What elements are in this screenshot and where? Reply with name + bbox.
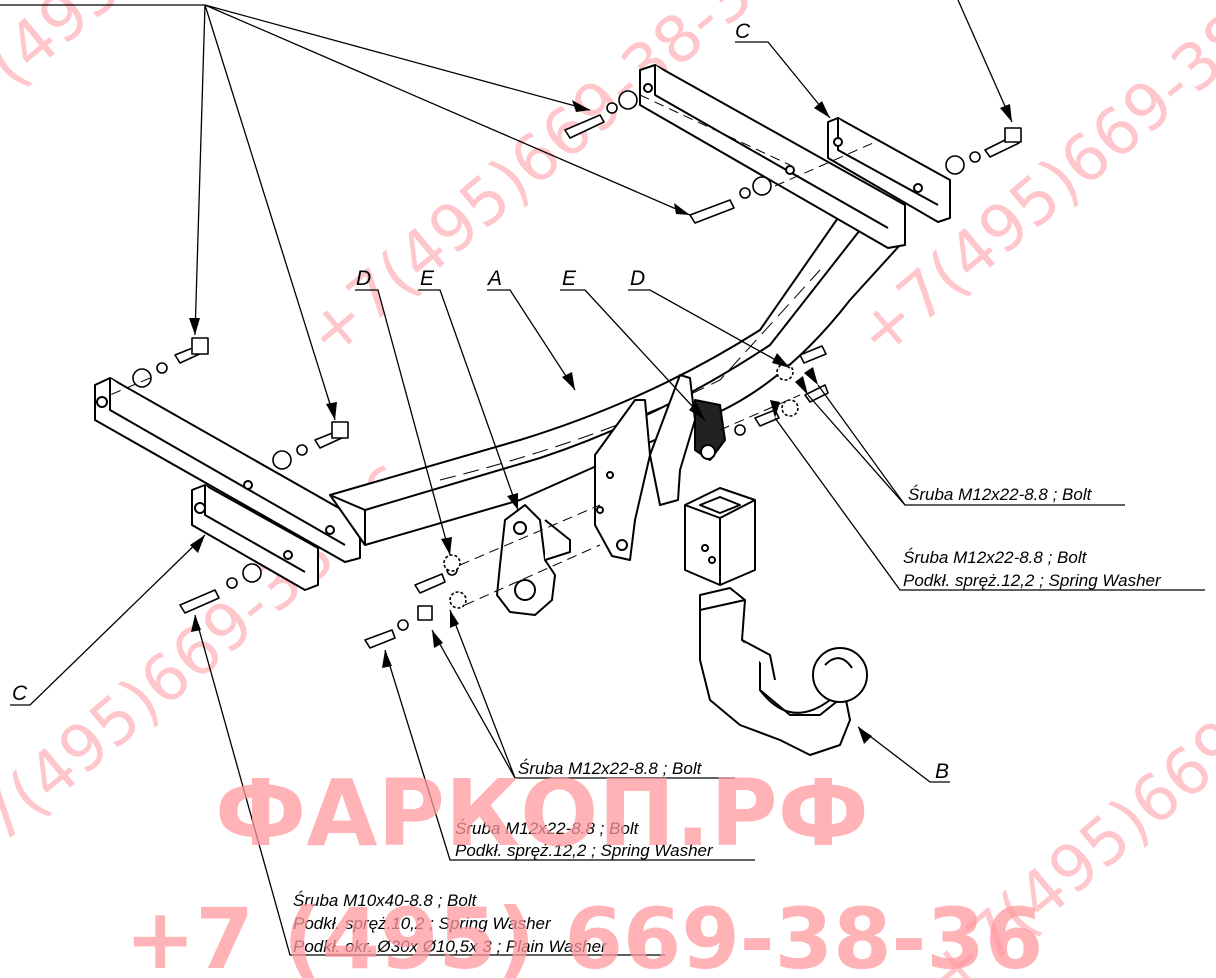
watermark-main: ФАРКОП.РФ +7 (495) 669-38-36 (125, 760, 1043, 978)
letter-b: B (935, 760, 949, 783)
part-letters: C C D E A E D B (12, 20, 949, 783)
letter-c-top: C (735, 20, 751, 43)
label-washer-right-mid: Podkł. spręż.12,2 ; Spring Washer (903, 571, 1162, 590)
letter-e-right: E (562, 267, 577, 290)
label-bolt-right-top: Śruba M12x22-8.8 ; Bolt (908, 485, 1093, 504)
socket-plate-left (496, 504, 571, 616)
tow-hook-neck (699, 587, 868, 756)
right-bracket-front (827, 117, 951, 223)
center-mount-plate (594, 374, 696, 561)
receiver-box (684, 487, 756, 586)
label-bolt-right-mid: Śruba M12x22-8.8 ; Bolt (903, 548, 1088, 567)
left-bracket-rear (94, 377, 361, 563)
fastener-labels: Śruba M12x22-8.8 ; Bolt Śruba M12x22-8.8… (293, 485, 1162, 956)
letter-c-bottom: C (12, 682, 28, 705)
label-bolt-center: Śruba M12x22-8.8 ; Bolt (518, 759, 703, 778)
technical-drawing (94, 64, 1022, 756)
label-spring-washer-m10: Podkł. spręż.10,2 ; Spring Washer (293, 914, 552, 933)
left-bracket-front (191, 484, 319, 591)
letter-e-left: E (420, 267, 435, 290)
watermark-phone: +7 (495) 669-38-36 (125, 890, 1043, 978)
watermark-diag-2: +7(495)669-38-36 (293, 0, 798, 372)
letter-d-left: D (356, 267, 371, 290)
letter-d-right: D (630, 267, 645, 290)
leader-lines (0, 0, 1205, 956)
label-bolt-m10: Śruba M10x40-8.8 ; Bolt (293, 891, 478, 910)
label-washer-lower: Podkł. spręż.12,2 ; Spring Washer (455, 841, 714, 860)
label-bolt-lower: Śruba M12x22-8.8 ; Bolt (455, 819, 640, 838)
assembly-axes (109, 94, 881, 606)
bolt-set (132, 90, 1022, 649)
watermark-brand: ФАРКОП.РФ (215, 760, 869, 867)
letter-a: A (486, 267, 502, 290)
arrow-heads (189, 100, 1012, 744)
label-plain-washer-m10: Podkł. okr. Ø30x Ø10,5x 3 ; Plain Washer (293, 937, 608, 956)
